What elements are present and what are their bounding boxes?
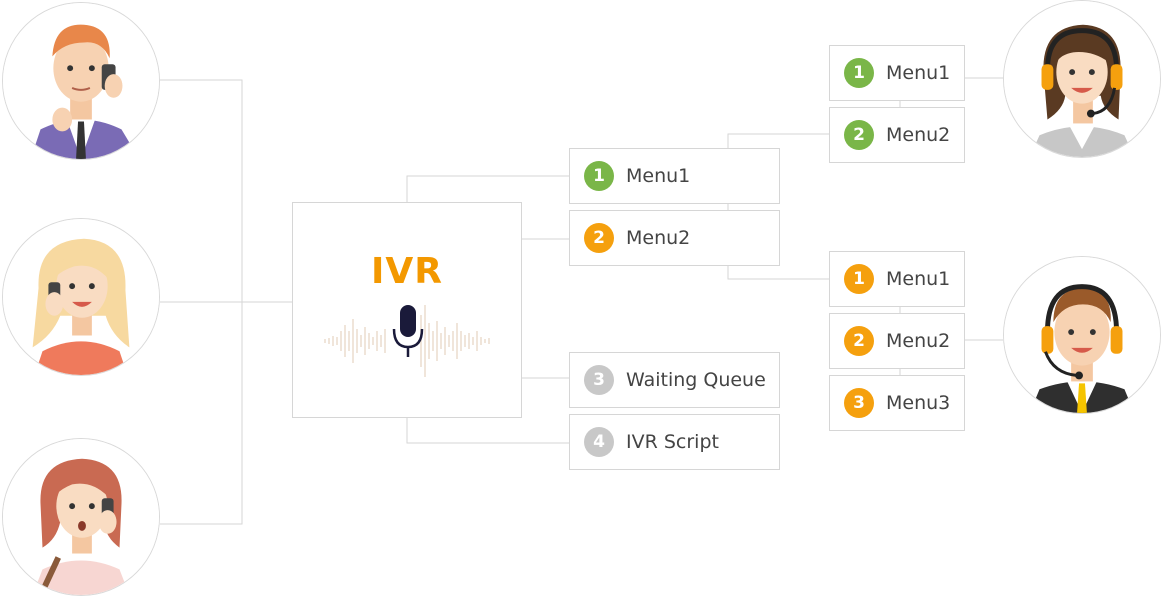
male-caller-avatar xyxy=(2,2,160,160)
number-badge: 2 xyxy=(844,120,874,150)
menu-label: Menu2 xyxy=(886,124,951,146)
number-badge: 1 xyxy=(844,58,874,88)
blonde-female-caller-avatar xyxy=(2,218,160,376)
ivr-menu-item-menu1[interactable]: 1 Menu1 xyxy=(569,148,780,204)
menu-label: Menu1 xyxy=(886,62,951,84)
number-badge: 3 xyxy=(844,388,874,418)
menu-label: Menu2 xyxy=(626,227,691,249)
number-badge: 1 xyxy=(584,161,614,191)
orange-submenu-item-menu3[interactable]: 3 Menu3 xyxy=(829,375,965,431)
menu-label: Waiting Queue xyxy=(626,369,766,391)
female-agent-headset-avatar xyxy=(1003,0,1161,158)
male-agent-headset-avatar xyxy=(1003,256,1161,414)
menu-label: Menu1 xyxy=(626,165,691,187)
ivr-menu-item-ivr-script[interactable]: 4 IVR Script xyxy=(569,414,780,470)
number-badge: 1 xyxy=(844,264,874,294)
orange-submenu-item-menu1[interactable]: 1 Menu1 xyxy=(829,251,965,307)
green-submenu-item-menu1[interactable]: 1 Menu1 xyxy=(829,45,965,101)
number-badge: 4 xyxy=(584,427,614,457)
green-submenu-item-menu2[interactable]: 2 Menu2 xyxy=(829,107,965,163)
menu-label: Menu3 xyxy=(886,392,951,414)
connector-ivr-menu4 xyxy=(406,418,569,444)
connector-orange-branch xyxy=(727,265,829,280)
number-badge: 2 xyxy=(844,326,874,356)
menu-label: Menu1 xyxy=(886,268,951,290)
number-badge: 2 xyxy=(584,223,614,253)
microphone-icon xyxy=(324,305,490,377)
ivr-box: IVR xyxy=(292,202,522,418)
ivr-title: IVR xyxy=(371,251,443,292)
menu-label: IVR Script xyxy=(626,431,719,453)
connector-ivr-menu1 xyxy=(406,175,569,202)
redhead-female-caller-avatar xyxy=(2,438,160,596)
orange-submenu-item-menu2[interactable]: 2 Menu2 xyxy=(829,313,965,369)
connector-green-branch xyxy=(727,133,829,148)
menu-label: Menu2 xyxy=(886,330,951,352)
ivr-menu-item-waiting-queue[interactable]: 3 Waiting Queue xyxy=(569,352,780,408)
ivr-menu-item-menu2[interactable]: 2 Menu2 xyxy=(569,210,780,266)
number-badge: 3 xyxy=(584,365,614,395)
